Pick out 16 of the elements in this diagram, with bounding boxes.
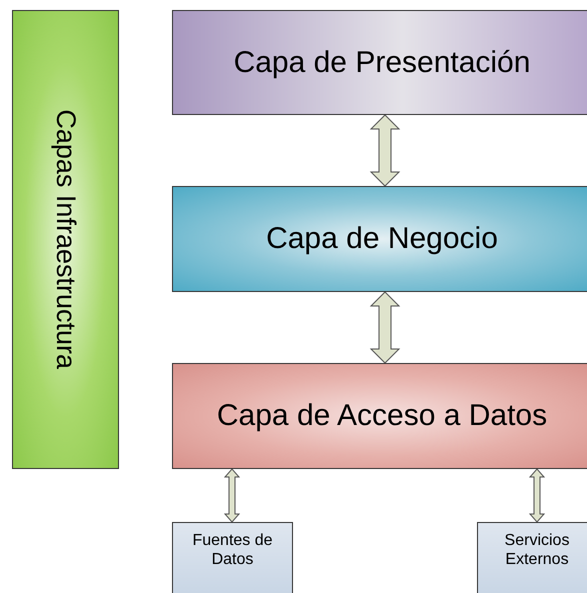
layer-label: Capa de Presentación [234, 44, 530, 80]
double-arrow [224, 468, 240, 523]
layer-box [477, 522, 587, 593]
layer-label: Capas Infraestructura [50, 110, 82, 370]
layer-label: Fuentes de Datos [191, 530, 274, 570]
layer-box [172, 10, 587, 115]
layer-box [172, 363, 587, 469]
layer-label: Capa de Negocio [266, 221, 498, 257]
double-arrow [370, 114, 400, 187]
layer-box [12, 10, 119, 469]
double-arrow [370, 291, 400, 364]
double-arrow [528, 468, 546, 523]
layer-box [172, 186, 587, 292]
layer-label: Servicios Externos [504, 530, 570, 570]
layer-label: Capa de Acceso a Datos [216, 398, 548, 434]
layer-box [172, 522, 293, 593]
